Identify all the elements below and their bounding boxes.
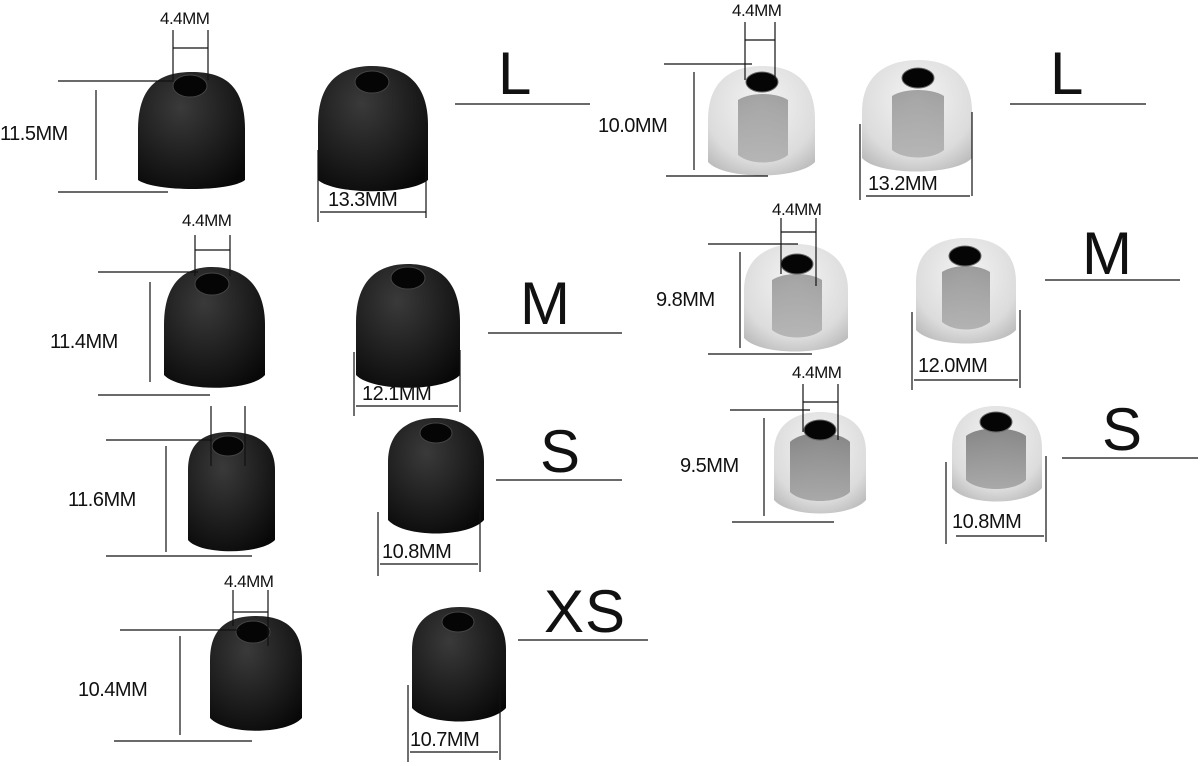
clear-l-width-label: 13.2MM (868, 173, 938, 195)
black-xs-height-label: 10.4MM (78, 679, 148, 701)
clear-s-hole-label: 4.4MM (792, 363, 842, 382)
clear-l-side-tip (862, 60, 972, 172)
black-s-height-label: 11.6MM (68, 489, 136, 511)
black-m-width-label: 12.1MM (362, 383, 432, 405)
black-l-size-label: L (498, 40, 533, 107)
clear-s-front-tip (774, 412, 866, 514)
clear-m-hole-label: 4.4MM (772, 200, 822, 219)
clear-m-side-tip (916, 238, 1016, 344)
black-l-front-tip (138, 72, 245, 189)
clear-l-size-label: L (1050, 40, 1085, 107)
black-s-size-label: S (540, 418, 582, 485)
black-m-hole-label: 4.4MM (182, 211, 232, 230)
black-xs-size-label: XS (544, 578, 627, 645)
clear-m-size-label: M (1082, 220, 1133, 287)
black-xs-width-label: 10.7MM (410, 729, 480, 751)
black-l-hole-label: 4.4MM (160, 9, 210, 28)
clear-s-height-label: 9.5MM (680, 455, 739, 477)
black-m-side-tip (356, 264, 460, 388)
black-m-height-label: 11.4MM (50, 331, 118, 353)
clear-s-width-label: 10.8MM (952, 511, 1022, 533)
black-s-front-tip (188, 432, 275, 552)
black-m-size-label: M (520, 270, 571, 337)
black-l-height-label: 11.5MM (0, 123, 68, 145)
clear-s-size-label: S (1102, 396, 1144, 463)
black-s-width-label: 10.8MM (382, 541, 452, 563)
black-s-side-tip (388, 418, 484, 534)
black-xs-front-tip (210, 616, 302, 731)
clear-l-height-label: 10.0MM (598, 115, 668, 137)
clear-s-side-tip (952, 406, 1042, 502)
black-xs-side-tip (412, 607, 506, 722)
clear-m-width-label: 12.0MM (918, 355, 988, 377)
black-xs-hole-label: 4.4MM (224, 572, 274, 591)
black-l-side-tip (318, 66, 428, 192)
black-l-width-label: 13.3MM (328, 189, 398, 211)
clear-l-hole-label: 4.4MM (732, 1, 782, 20)
black-m-front-tip (164, 267, 265, 388)
clear-m-front-tip (744, 244, 848, 352)
clear-m-height-label: 9.8MM (656, 289, 715, 311)
clear-l-front-tip (708, 66, 815, 176)
